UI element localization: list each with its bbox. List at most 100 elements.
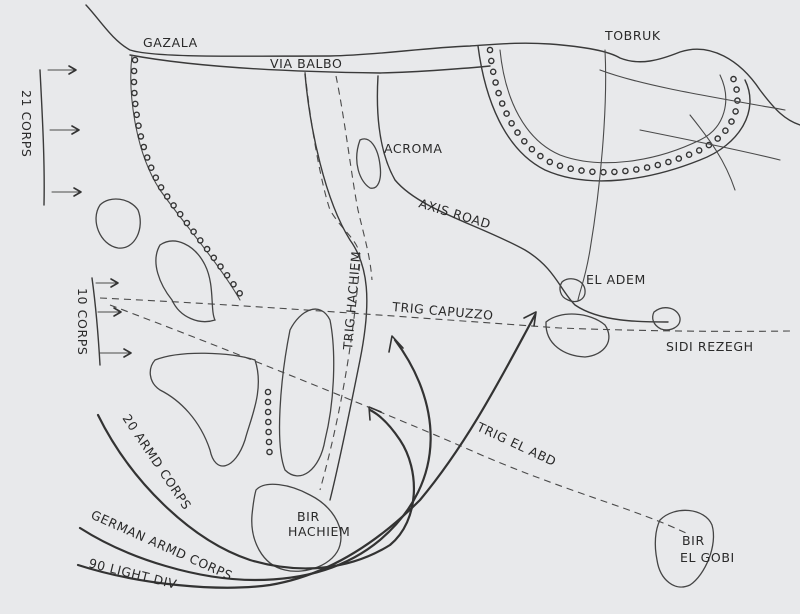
minefield-bead <box>492 79 499 86</box>
tobruk-inner-perimeter <box>499 49 727 164</box>
axis-road <box>376 75 669 323</box>
10-corps-bracket <box>91 277 101 366</box>
minefield-bead <box>728 118 735 125</box>
minefield-bead <box>183 219 191 227</box>
minefield-bead <box>733 86 740 93</box>
minefield-bead <box>190 228 197 235</box>
minefield-bead <box>611 168 618 176</box>
minefield-bead <box>137 133 145 140</box>
20-armd-corps-arrowhead <box>368 406 382 421</box>
terrain-area-1 <box>95 198 141 249</box>
90-light-div-sweep <box>76 313 537 589</box>
terrain-area-4 <box>278 308 335 477</box>
minefield-bead <box>157 184 165 191</box>
label-trig-el-abd: TRIG EL ABD <box>474 419 559 469</box>
tobruk-outer-perimeter <box>477 45 751 182</box>
minefield-bead <box>163 193 171 200</box>
minefield-bead <box>130 67 138 75</box>
minefield-bead <box>633 166 640 173</box>
sidi-rezegh-area-1 <box>545 313 610 358</box>
minefield-bead <box>722 127 729 134</box>
minefield-bead <box>264 388 272 396</box>
tobruk-road-a <box>577 49 607 301</box>
21-corps-bracket <box>39 69 45 206</box>
label-bir-el-gobi-line2: EL GOBI <box>680 550 735 565</box>
minefield-bead <box>714 135 722 142</box>
minefield-bead <box>147 164 155 171</box>
el-adem-area <box>559 278 586 303</box>
minefield-bead <box>135 122 142 129</box>
minefield-bead <box>131 89 138 97</box>
minefield-bead <box>236 289 243 297</box>
10-corps-arrows <box>95 278 132 358</box>
minefield-bead <box>665 158 672 166</box>
minefield-bead <box>578 167 585 174</box>
minefield-bead <box>203 245 211 253</box>
german-armd-corps-arrowhead <box>388 335 404 353</box>
minefield-bead <box>685 151 693 158</box>
minefield-bead <box>264 408 272 416</box>
minefield-bead <box>230 280 237 288</box>
tobruk-road-b <box>599 69 786 111</box>
coastline <box>85 4 800 126</box>
trig-hachiem-track-west <box>304 71 361 491</box>
21-corps-arrows <box>47 65 82 197</box>
trig-el-abd-track <box>109 304 691 536</box>
minefield-bead <box>170 202 177 209</box>
90-light-div-arrowhead <box>523 311 537 327</box>
minefield-bead <box>508 120 515 127</box>
minefield-bead <box>503 110 510 117</box>
label-bir-el-gobi-line1: BIR <box>682 533 705 548</box>
minefield-bead <box>266 448 273 456</box>
minefield-bead <box>514 129 521 136</box>
minefield-bead <box>498 100 506 107</box>
minefield-bead <box>643 164 651 171</box>
label-axis-road: AXIS ROAD <box>417 196 493 232</box>
minefield-bead <box>600 168 607 176</box>
minefield-bead <box>176 210 184 218</box>
trig-hachiem-track-east <box>335 75 373 281</box>
bir-hachiem-area <box>251 483 342 572</box>
label-tobruk: TOBRUK <box>604 28 661 43</box>
bir-el-gobi-area <box>654 509 715 588</box>
sidi-rezegh-area-2 <box>652 307 681 331</box>
minefield-bead <box>143 154 151 161</box>
minefield-bead <box>210 254 218 262</box>
trig-hachiem-road <box>304 73 368 501</box>
label-trig-hachiem: TRIG HACHIEM <box>340 250 364 351</box>
small-minefield-beads <box>264 388 273 456</box>
label-trig-capuzzo: TRIG CAPUZZO <box>391 299 495 323</box>
minefield-bead <box>521 137 528 145</box>
minefield-bead <box>732 108 739 115</box>
minefield-bead <box>556 162 564 170</box>
via-balbo-road <box>129 54 491 74</box>
minefield-bead <box>675 155 683 162</box>
minefield-bead <box>196 237 204 244</box>
minefield-bead <box>264 398 272 406</box>
label-via-balbo: VIA BALBO <box>270 56 342 71</box>
minefield-bead <box>537 152 544 160</box>
minefield-bead <box>486 46 494 54</box>
label-90-light-div: 90 LIGHT DIV <box>87 555 178 591</box>
minefield-bead <box>131 100 139 108</box>
minefield-bead <box>131 56 139 64</box>
label-bir-hachiem-line1: BIR <box>297 509 320 524</box>
minefield-bead <box>730 75 737 83</box>
minefield-bead <box>495 89 502 97</box>
minefield-bead <box>223 271 231 279</box>
minefield-bead <box>487 57 495 65</box>
minefield-bead <box>695 147 703 154</box>
tobruk-road-d <box>689 114 736 191</box>
minefield-bead <box>152 174 160 181</box>
label-el-adem: EL ADEM <box>586 272 646 287</box>
terrain-area-2 <box>155 240 216 323</box>
acroma-area <box>356 138 382 189</box>
label-21-corps: 21 CORPS <box>19 90 34 157</box>
label-acroma: ACROMA <box>384 141 443 156</box>
german-armd-corps-sweep <box>78 338 432 582</box>
tobruk-road-c <box>639 129 781 161</box>
minefield-bead <box>133 111 140 119</box>
minefield-bead <box>265 438 273 446</box>
